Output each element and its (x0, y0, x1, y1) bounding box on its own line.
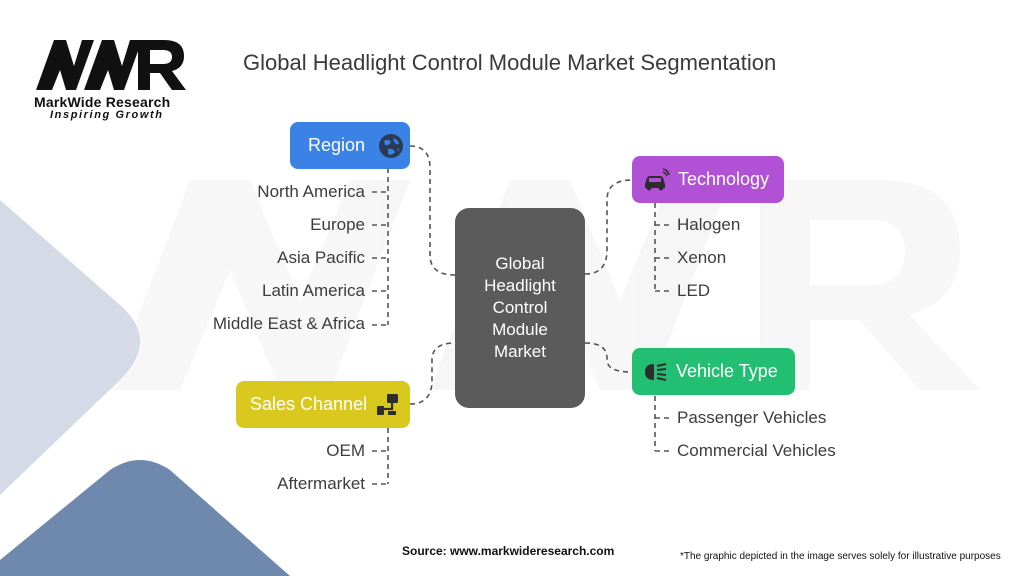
decor-shape-bottom (0, 460, 290, 576)
segment-region: Region (290, 122, 410, 169)
logo-tagline: Inspiring Growth (50, 109, 164, 121)
region-item: Asia Pacific (277, 248, 365, 267)
segment-vehicle-type-label: Vehicle Type (676, 361, 778, 381)
segment-region-label: Region (308, 135, 366, 155)
connector-vehicle-type (584, 342, 633, 373)
center-line: Module (492, 320, 548, 339)
logo-company-name: MarkWide Research (34, 94, 171, 110)
segment-sales-channel: Sales Channel (236, 381, 410, 428)
car-signal-icon (642, 166, 670, 194)
technology-item: LED (677, 281, 711, 300)
decor-shape-top (0, 200, 140, 495)
cctv-camera-icon (373, 391, 401, 419)
technology-item: Halogen (677, 215, 741, 234)
disclaimer-note: *The graphic depicted in the image serve… (680, 551, 1001, 562)
segment-technology: Technology (632, 156, 784, 203)
segment-sales-channel-label: Sales Channel (250, 394, 368, 414)
mwr-logo-mark (36, 40, 186, 90)
brand-logo: MarkWide Research Inspiring Growth (34, 38, 194, 122)
headlight-icon (642, 358, 670, 386)
source-credit: Source: www.markwideresearch.com (402, 544, 615, 558)
region-item: North America (257, 182, 365, 201)
connector-region (409, 145, 456, 276)
sales-channel-item: Aftermarket (277, 474, 365, 493)
connector-sales-channel (409, 342, 456, 405)
vehicle-type-item: Passenger Vehicles (677, 408, 827, 427)
center-line: Global (495, 254, 545, 273)
connector-sales-channel-list (372, 428, 389, 485)
globe-icon (377, 132, 405, 160)
vehicle-type-item: Commercial Vehicles (677, 441, 836, 460)
center-line: Market (494, 342, 546, 361)
center-node: Global Headlight Control Module Market (455, 208, 585, 408)
page-title: Global Headlight Control Module Market S… (243, 50, 777, 75)
center-line: Control (492, 298, 548, 317)
region-item: Europe (310, 215, 365, 234)
segment-technology-label: Technology (678, 169, 770, 189)
region-item: Middle East & Africa (212, 314, 365, 333)
connector-vehicle-type-list (654, 396, 669, 452)
segment-vehicle-type: Vehicle Type (632, 348, 795, 395)
center-line: Headlight (484, 276, 556, 295)
connector-technology (584, 179, 633, 275)
technology-item: Xenon (677, 248, 727, 267)
region-item: Latin America (262, 281, 365, 300)
sales-channel-item: OEM (326, 441, 365, 460)
